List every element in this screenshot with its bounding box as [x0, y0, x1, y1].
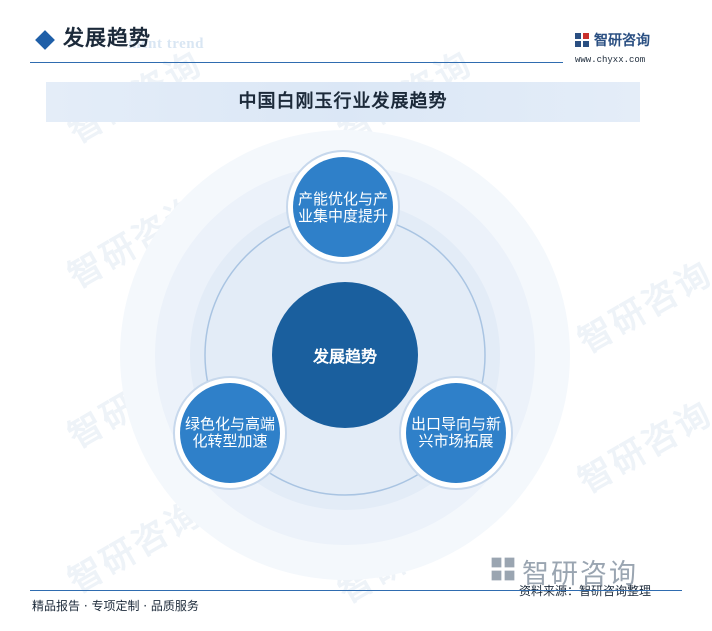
brand-name: 智研咨询 — [594, 33, 650, 49]
node-label-2: 出口导向与新兴市场拓展 — [410, 415, 501, 450]
center-node — [272, 282, 418, 428]
data-source: 资料来源：智研咨询整理 — [519, 584, 652, 598]
brand-url: www.chyxx.com — [575, 55, 646, 65]
banner-title: 中国白刚玉行业发展趋势 — [238, 91, 448, 112]
title-banner: 中国白刚玉行业发展趋势 — [46, 82, 640, 122]
header-subtitle: ment trend — [128, 36, 204, 52]
page-header: ment trend 发展趋势 智研咨询 www.chyxx.com — [0, 0, 712, 66]
node-3 — [180, 383, 280, 483]
node-2 — [406, 383, 506, 483]
node-label-1: 产能优化与产业集中度提升 — [297, 190, 388, 225]
bottom-brand-name: 智研咨询 — [522, 559, 638, 590]
chyxx-logo-icon — [575, 33, 589, 47]
node-1 — [293, 157, 393, 257]
footer-divider — [30, 590, 682, 591]
page-title: 发展趋势 — [63, 26, 151, 50]
footer-slogan: 精品报告 · 专项定制 · 品质服务 — [32, 599, 199, 613]
header-divider — [30, 62, 563, 63]
chyxx-logo-icon — [491, 557, 515, 581]
node-label-3: 绿色化与高端化转型加速 — [184, 415, 275, 450]
center-label: 发展趋势 — [312, 347, 377, 366]
